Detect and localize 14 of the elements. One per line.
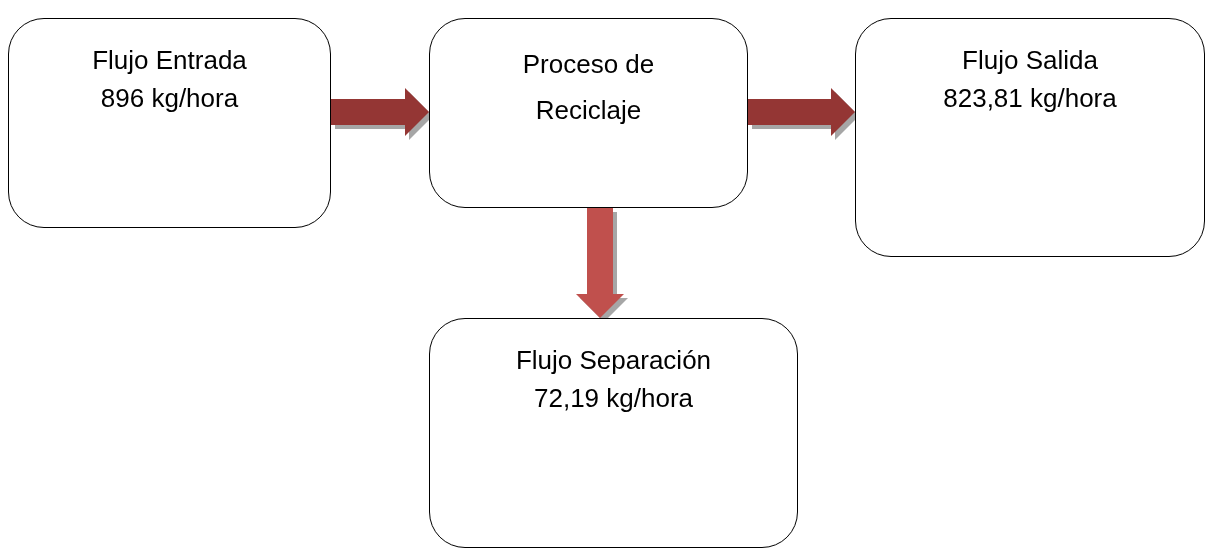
rounded-box	[429, 18, 748, 208]
rounded-box	[8, 18, 331, 228]
rounded-box	[429, 318, 798, 548]
node-text: 896 kg/hora	[100, 82, 239, 115]
block-arrow	[748, 88, 855, 136]
block-arrow	[576, 208, 624, 318]
node-text: 823,81 kg/hora	[943, 82, 1117, 115]
node-text: Flujo Entrada	[92, 44, 247, 77]
block-arrow	[331, 88, 429, 136]
node-text: 72,19 kg/hora	[534, 382, 693, 415]
node-text: Flujo Salida	[962, 44, 1098, 77]
node-text: Flujo Separación	[515, 344, 712, 377]
node-text: Proceso de Reciclaje	[521, 48, 656, 127]
rounded-box	[855, 18, 1205, 257]
